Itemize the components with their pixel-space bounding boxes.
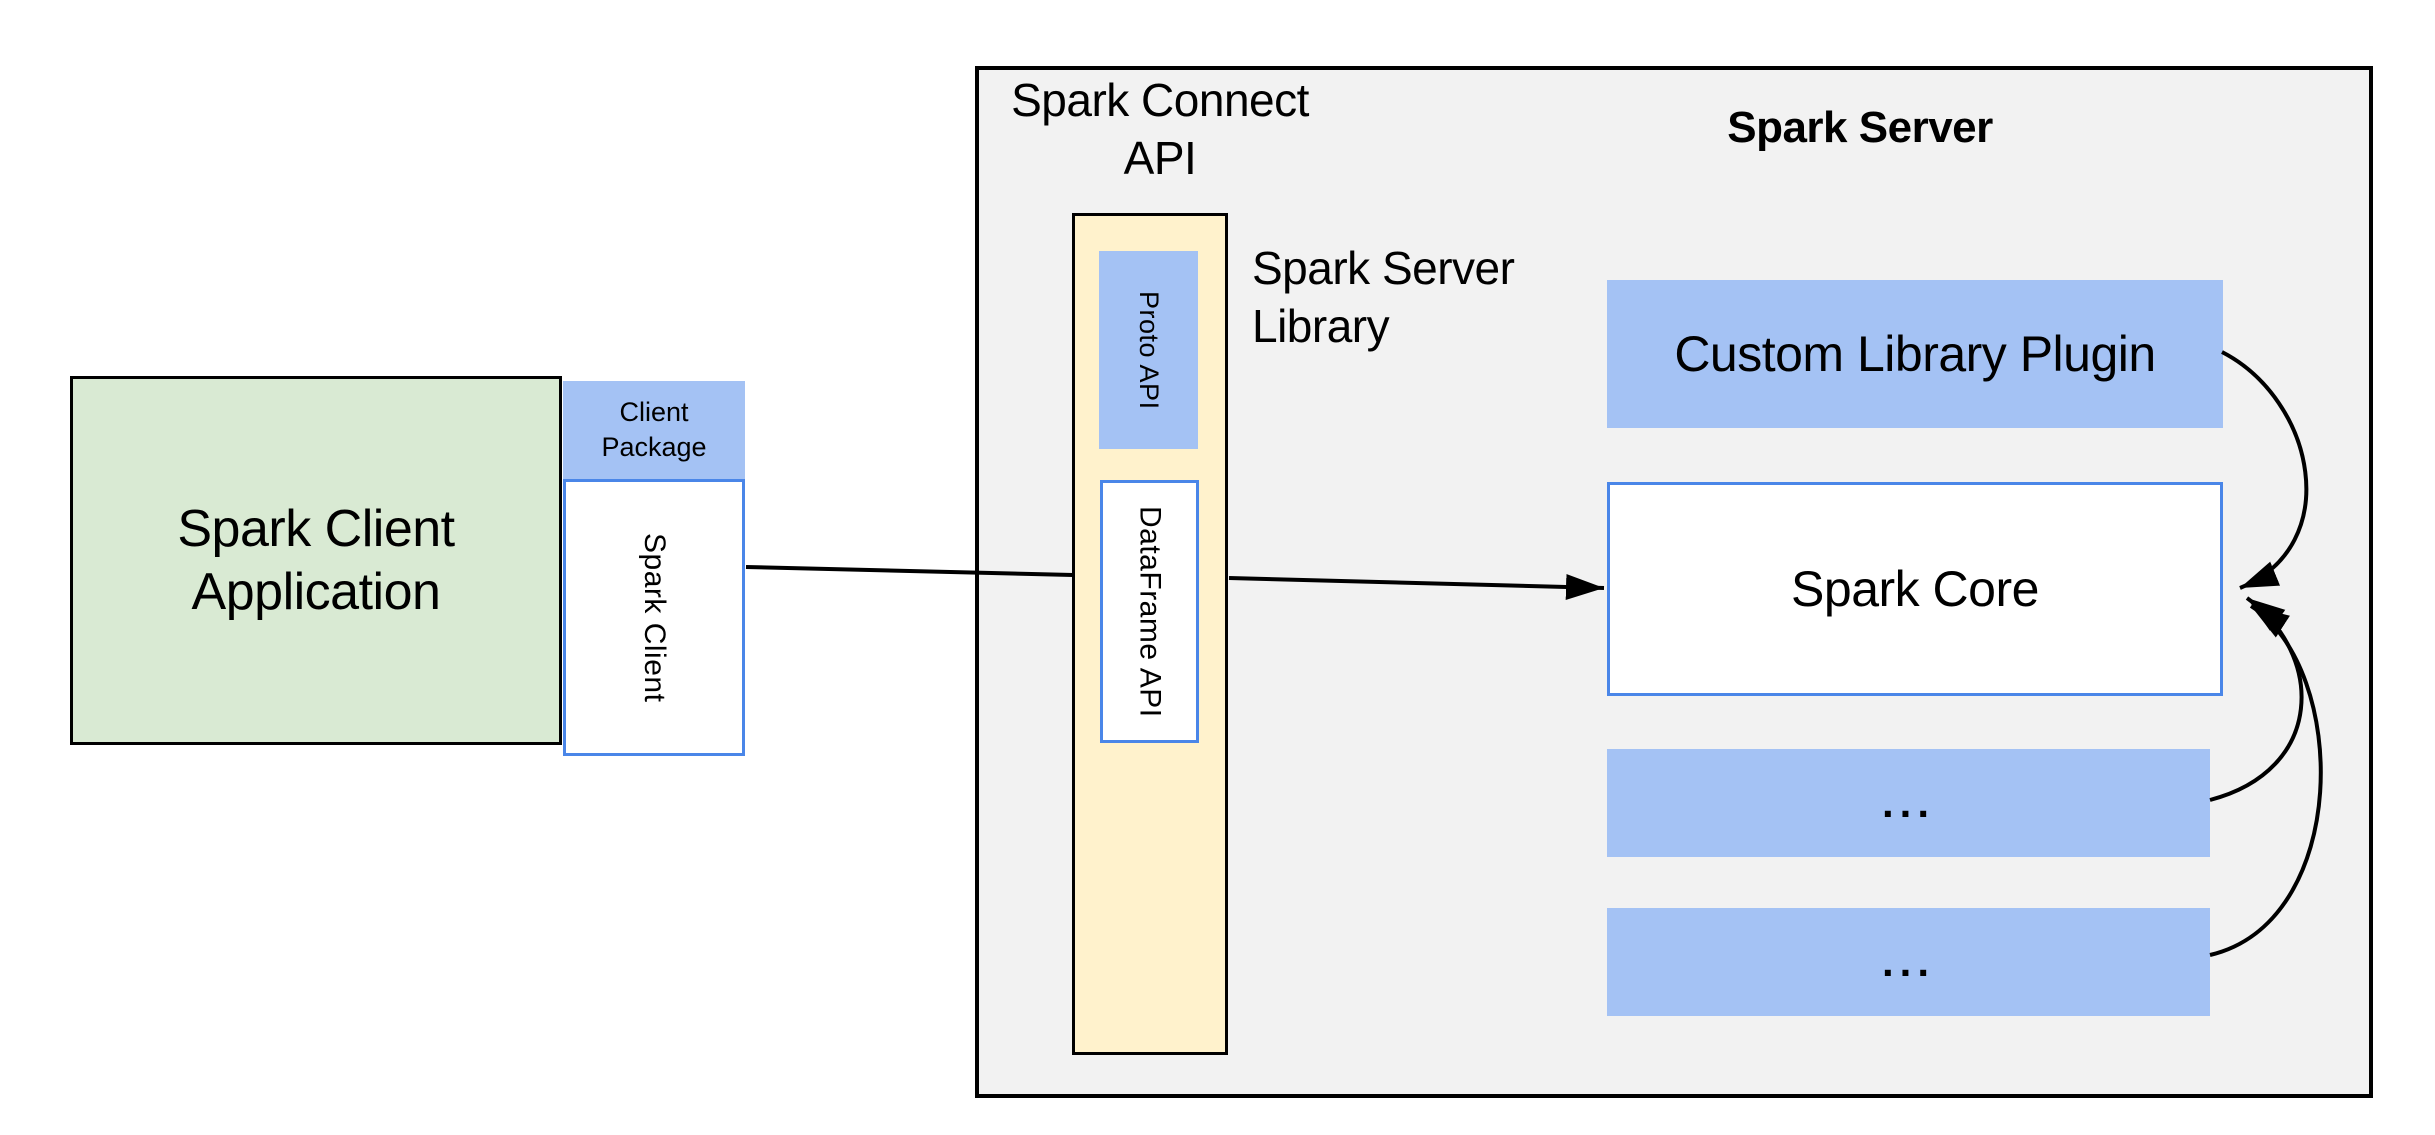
- custom-library-plugin-label: Custom Library Plugin: [1674, 326, 2156, 382]
- spark-client-application-line2: Application: [191, 562, 441, 621]
- client-package-box: Client Package: [563, 381, 745, 479]
- spark-server-title: Spark Server: [1727, 103, 1993, 152]
- plugin-placeholder-box-1: ...: [1607, 749, 2210, 857]
- spark-server-library-line1: Spark Server: [1252, 242, 1515, 294]
- spark-client-application-label: Spark Client Application: [177, 498, 455, 623]
- spark-connect-api-label: Spark Connect API: [1010, 72, 1310, 188]
- plugin-placeholder-label-2: ...: [1881, 938, 1935, 985]
- spark-connect-api-line1: Spark Connect: [1011, 74, 1309, 126]
- spark-client-label: Spark Client: [638, 532, 671, 703]
- client-package-line2: Package: [601, 432, 707, 462]
- dataframe-api-box: DataFrame API: [1100, 480, 1199, 743]
- proto-api-label: Proto API: [1134, 290, 1164, 410]
- client-package-label: Client Package: [601, 395, 706, 465]
- dataframe-api-label: DataFrame API: [1133, 505, 1167, 718]
- plugin-placeholder-box-2: ...: [1607, 908, 2210, 1016]
- spark-server-library-line2: Library: [1252, 299, 1390, 352]
- proto-api-box: Proto API: [1099, 251, 1198, 449]
- spark-client-box: Spark Client: [563, 479, 745, 756]
- client-package-line1: Client: [619, 396, 689, 427]
- plugin-placeholder-label-1: ...: [1881, 779, 1935, 826]
- spark-client-application-line1: Spark Client: [177, 500, 455, 559]
- spark-connect-api-line2: API: [1123, 131, 1197, 184]
- custom-library-plugin-box: Custom Library Plugin: [1607, 280, 2223, 428]
- spark-core-box: Spark Core: [1607, 482, 2223, 696]
- spark-client-application-box: Spark Client Application: [70, 376, 562, 745]
- spark-core-label: Spark Core: [1791, 561, 2039, 617]
- spark-server-library-label: Spark Server Library: [1252, 240, 1582, 356]
